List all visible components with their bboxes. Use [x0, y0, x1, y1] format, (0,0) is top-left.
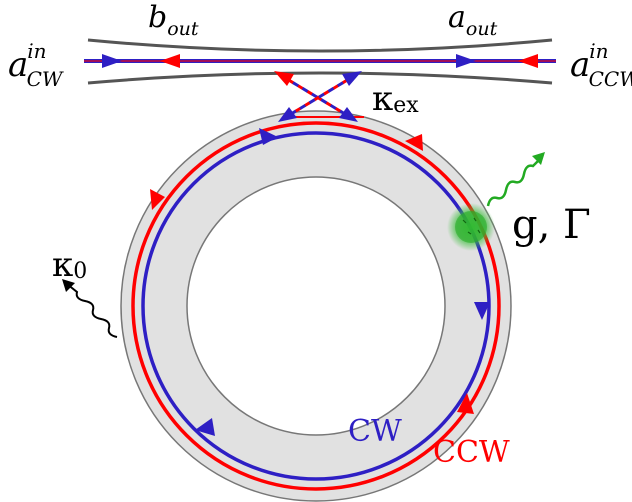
ring-arrow-cw-right: [474, 302, 490, 320]
coupling-arrow-upper-left: [274, 71, 294, 86]
waveguide-arrow-ccw-right: [518, 54, 538, 68]
label-emitter: g, Γ: [512, 202, 591, 248]
ring-arrow-cw-bottom: [195, 418, 215, 436]
coupling-arrow-upper-right: [342, 71, 362, 86]
coupling-arrow-lower-right: [339, 107, 358, 122]
label-ccw: CCW: [433, 435, 510, 470]
label-a-out: aout: [448, 0, 498, 40]
loss-wavy-arrow: [66, 283, 118, 338]
waveguide-arrow-cw-right: [456, 54, 476, 68]
emission-arrowhead: [532, 152, 545, 165]
waveguide-upper-wall: [87, 38, 553, 53]
ring-arrow-ccw-bottom: [457, 393, 474, 414]
emission-wavy-arrow: [486, 157, 542, 207]
waveguide-lower-wall: [87, 71, 553, 85]
coupling-dash-red-blue-2b: [285, 74, 355, 119]
waveguide-arrow-ccw-left: [160, 54, 180, 68]
label-cw: CW: [348, 414, 402, 449]
ring-resonator: [120, 110, 512, 502]
loss-arrowhead: [62, 279, 75, 292]
ring-arrow-ccw-top: [405, 134, 423, 151]
coupling-dash-red-blue-1b: [281, 74, 351, 119]
cw-path: [141, 131, 491, 481]
coupling-arrow-lower-left: [278, 107, 297, 122]
emitter-dots: [462, 217, 481, 235]
ring-arrow-ccw-left: [150, 189, 165, 210]
label-kappa-ex: κex: [372, 79, 419, 119]
label-b-out: bout: [148, 0, 199, 40]
ccw-path: [131, 121, 501, 491]
label-kappa-0: κ0: [52, 245, 87, 285]
emitter-core: [455, 211, 487, 243]
waveguide-arrow-cw-left: [102, 54, 122, 68]
ring-arrow-cw-top: [259, 128, 278, 145]
label-a-ccw: ainCCW: [570, 39, 632, 91]
